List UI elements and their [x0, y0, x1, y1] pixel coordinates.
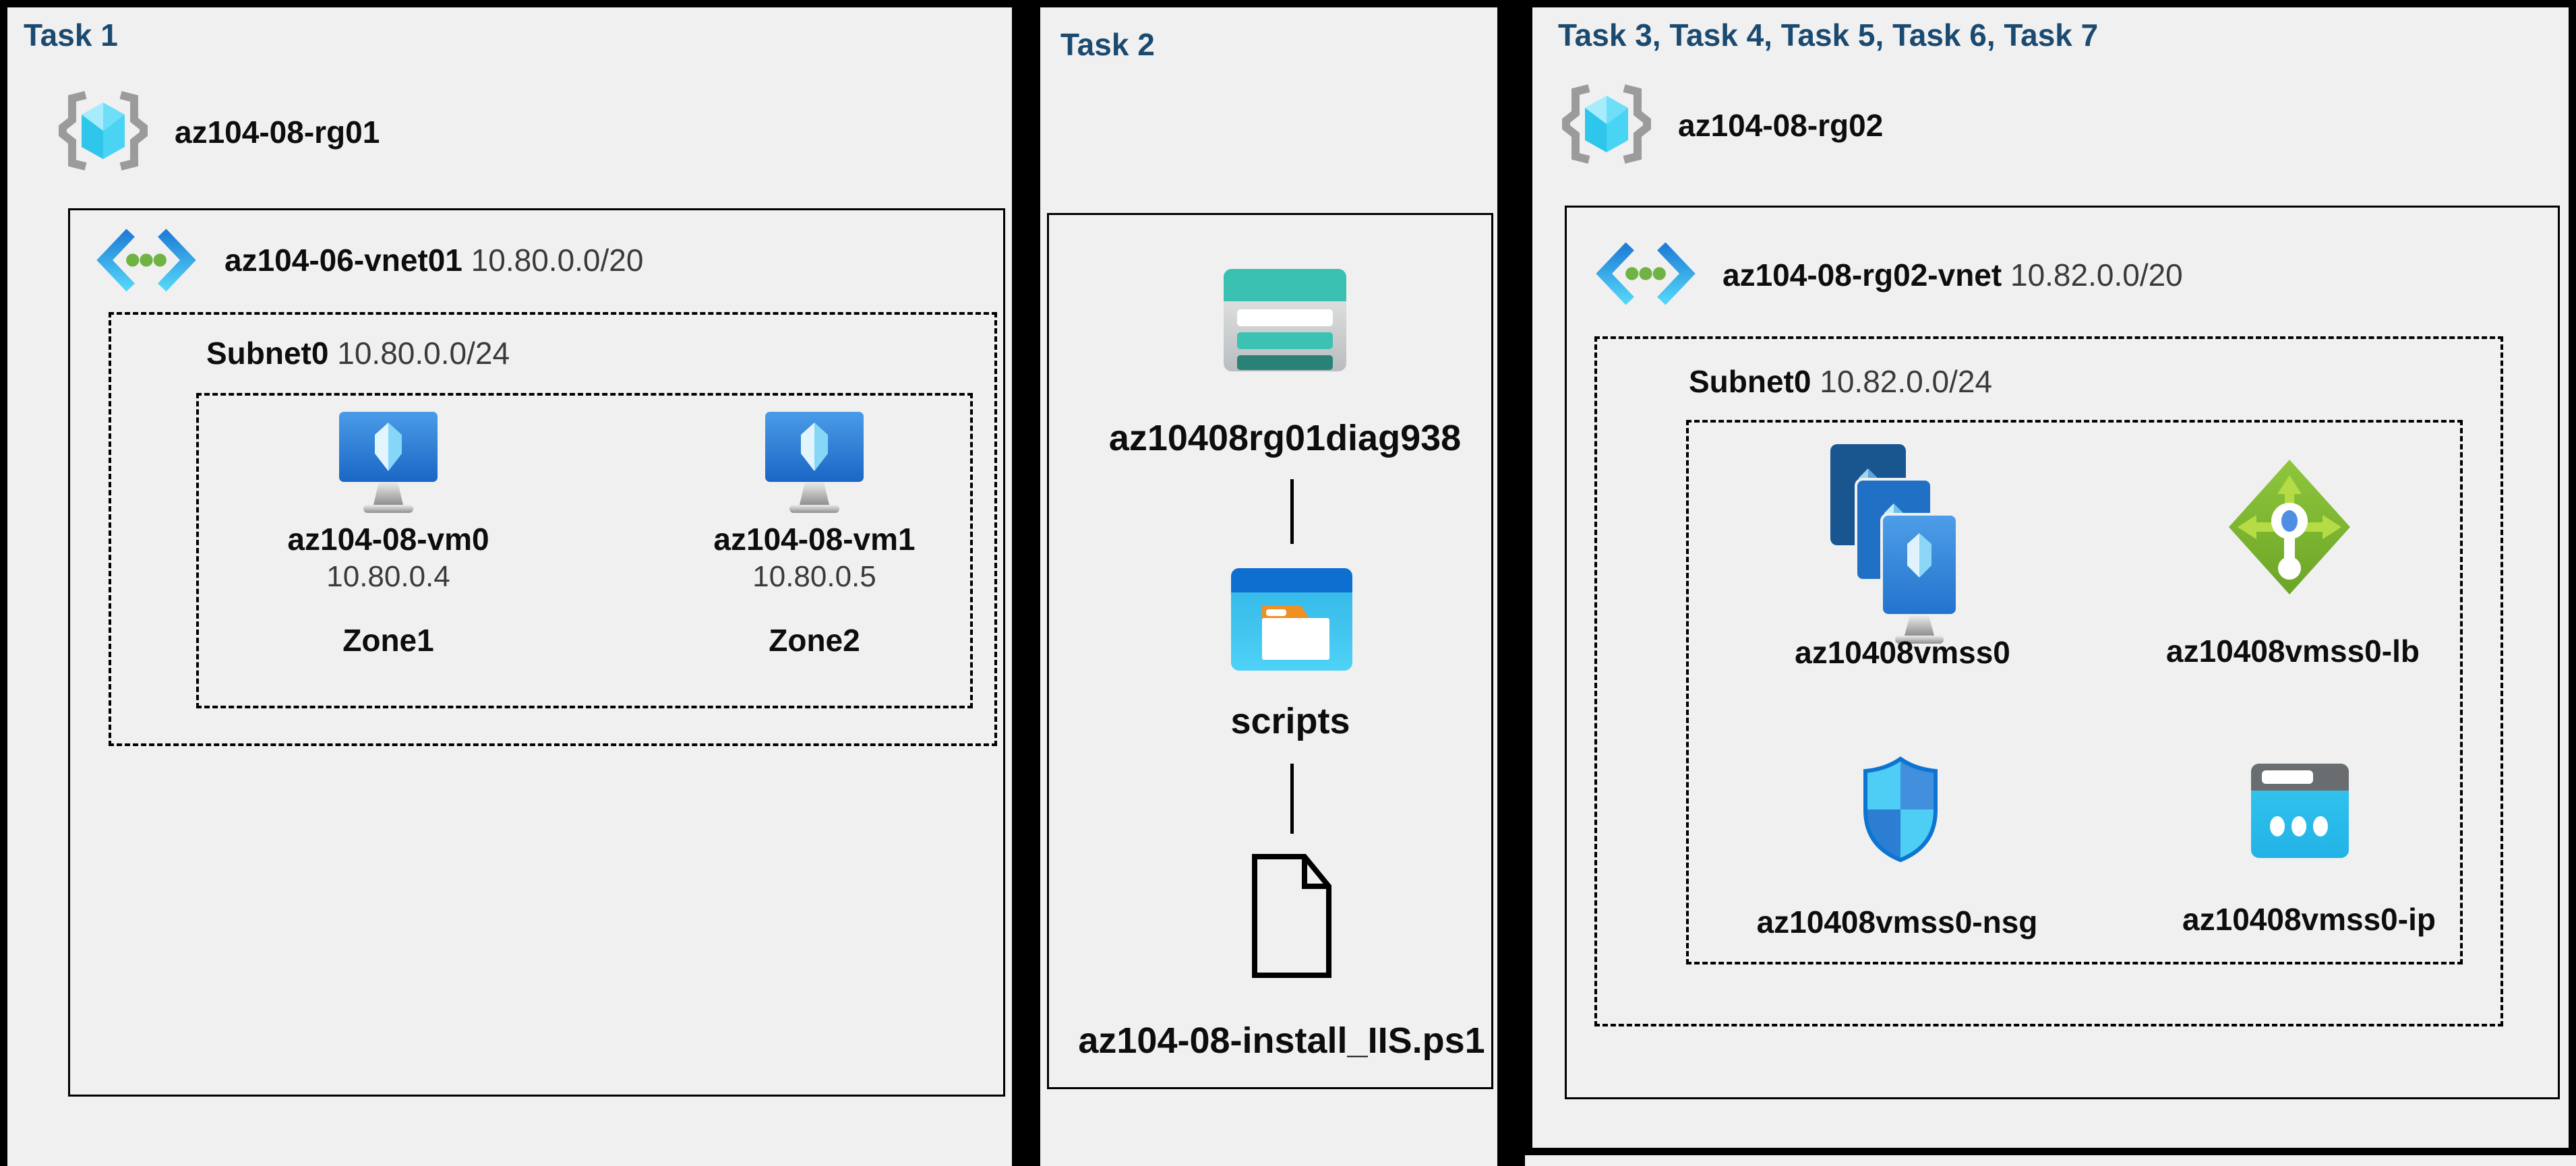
script-file-icon [1252, 854, 1331, 978]
blob-container-icon [1231, 568, 1352, 671]
task1-subnet-label: Subnet0 10.80.0.0/24 [206, 335, 510, 371]
storage-account-icon [1224, 269, 1346, 371]
connector-line [1290, 479, 1294, 544]
task2-title: Task 2 [1060, 27, 1155, 62]
panel-divider [1019, 0, 1033, 1166]
load-balancer-icon [2229, 460, 2350, 594]
task3-vnet-label: az104-08-rg02-vnet 10.82.0.0/20 [1723, 257, 2183, 293]
task1-vm-zone-box [196, 393, 973, 708]
public-ip-name: az10408vmss0-ip [2182, 902, 2436, 937]
task1-subnet-box [109, 312, 997, 746]
public-ip-dot [2292, 816, 2306, 836]
task3-subnet-box [1594, 336, 2503, 1026]
task3-subnet-label: Subnet0 10.82.0.0/24 [1689, 363, 1992, 400]
task2-box [1047, 213, 1493, 1089]
vm-ip: 10.80.0.5 [752, 560, 876, 593]
task1-subnet-cidr: 10.80.0.0/24 [337, 336, 510, 371]
storage-account-name: az10408rg01diag938 [1108, 418, 1462, 458]
task3-vnet-cidr: 10.82.0.0/20 [2010, 257, 2183, 293]
public-ip-slot [2262, 770, 2313, 784]
vm-icon [765, 412, 864, 513]
task3-resources-box [1686, 420, 2463, 964]
task3-vnet-box [1565, 206, 2560, 1099]
vm-zone: Zone1 [342, 623, 434, 658]
task1-subnet-name: Subnet0 [206, 336, 329, 371]
panel-task3: Task 3, Task 4, Task 5, Task 6, Task 7 a… [1525, 0, 2576, 1155]
public-ip-dot [2313, 816, 2328, 836]
script-file-name: az104-08-install_IIS.ps1 [1078, 1020, 1485, 1061]
vm-zone: Zone2 [769, 623, 860, 658]
connector-line [1290, 764, 1294, 834]
vmss-name: az10408vmss0 [1795, 635, 2010, 670]
task1-vnet-name: az104-06-vnet01 [224, 243, 462, 278]
task3-subnet-cidr: 10.82.0.0/24 [1820, 364, 1993, 399]
vm-ip: 10.80.0.4 [326, 560, 450, 593]
storage-row [1237, 309, 1333, 326]
vmss-icon [1830, 444, 1958, 644]
panel-task2: Task 2 az10408rg01diag938 scripts az104- [1033, 0, 1505, 1166]
vm-name: az104-08-vm1 [713, 522, 916, 557]
task1-title: Task 1 [24, 18, 118, 53]
public-ip-icon [2251, 764, 2349, 858]
nsg-name: az10408vmss0-nsg [1756, 904, 2038, 940]
task3-vnet-name: az104-08-rg02-vnet [1723, 257, 2002, 293]
container-name: scripts [1230, 701, 1350, 741]
storage-row [1237, 355, 1333, 370]
resource-group-name: az104-08-rg01 [175, 115, 380, 150]
vnet-icon [96, 228, 196, 292]
task1-vnet-cidr: 10.80.0.0/20 [471, 243, 644, 278]
vm-icon [339, 412, 438, 513]
task3-title: Task 3, Task 4, Task 5, Task 6, Task 7 [1558, 18, 2099, 53]
resource-group-icon [1562, 84, 1651, 164]
public-ip-dot [2270, 816, 2285, 836]
panel-task1: Task 1 az104-08-rg01 az104-06-vnet01 10.… [0, 0, 1019, 1166]
task1-vnet-label: az104-06-vnet01 10.80.0.0/20 [224, 242, 643, 278]
vm-name: az104-08-vm0 [287, 522, 489, 557]
storage-row [1237, 332, 1333, 349]
load-balancer-name: az10408vmss0-lb [2166, 634, 2420, 669]
task1-vnet-box [68, 208, 1005, 1097]
vnet-icon [1596, 242, 1696, 305]
storage-band [1224, 269, 1346, 301]
nsg-icon [1863, 756, 1938, 863]
resource-group-icon [59, 91, 148, 171]
resource-group-name: az104-08-rg02 [1678, 108, 1884, 143]
panel-divider [1505, 0, 1525, 1166]
task3-subnet-name: Subnet0 [1689, 364, 1811, 399]
